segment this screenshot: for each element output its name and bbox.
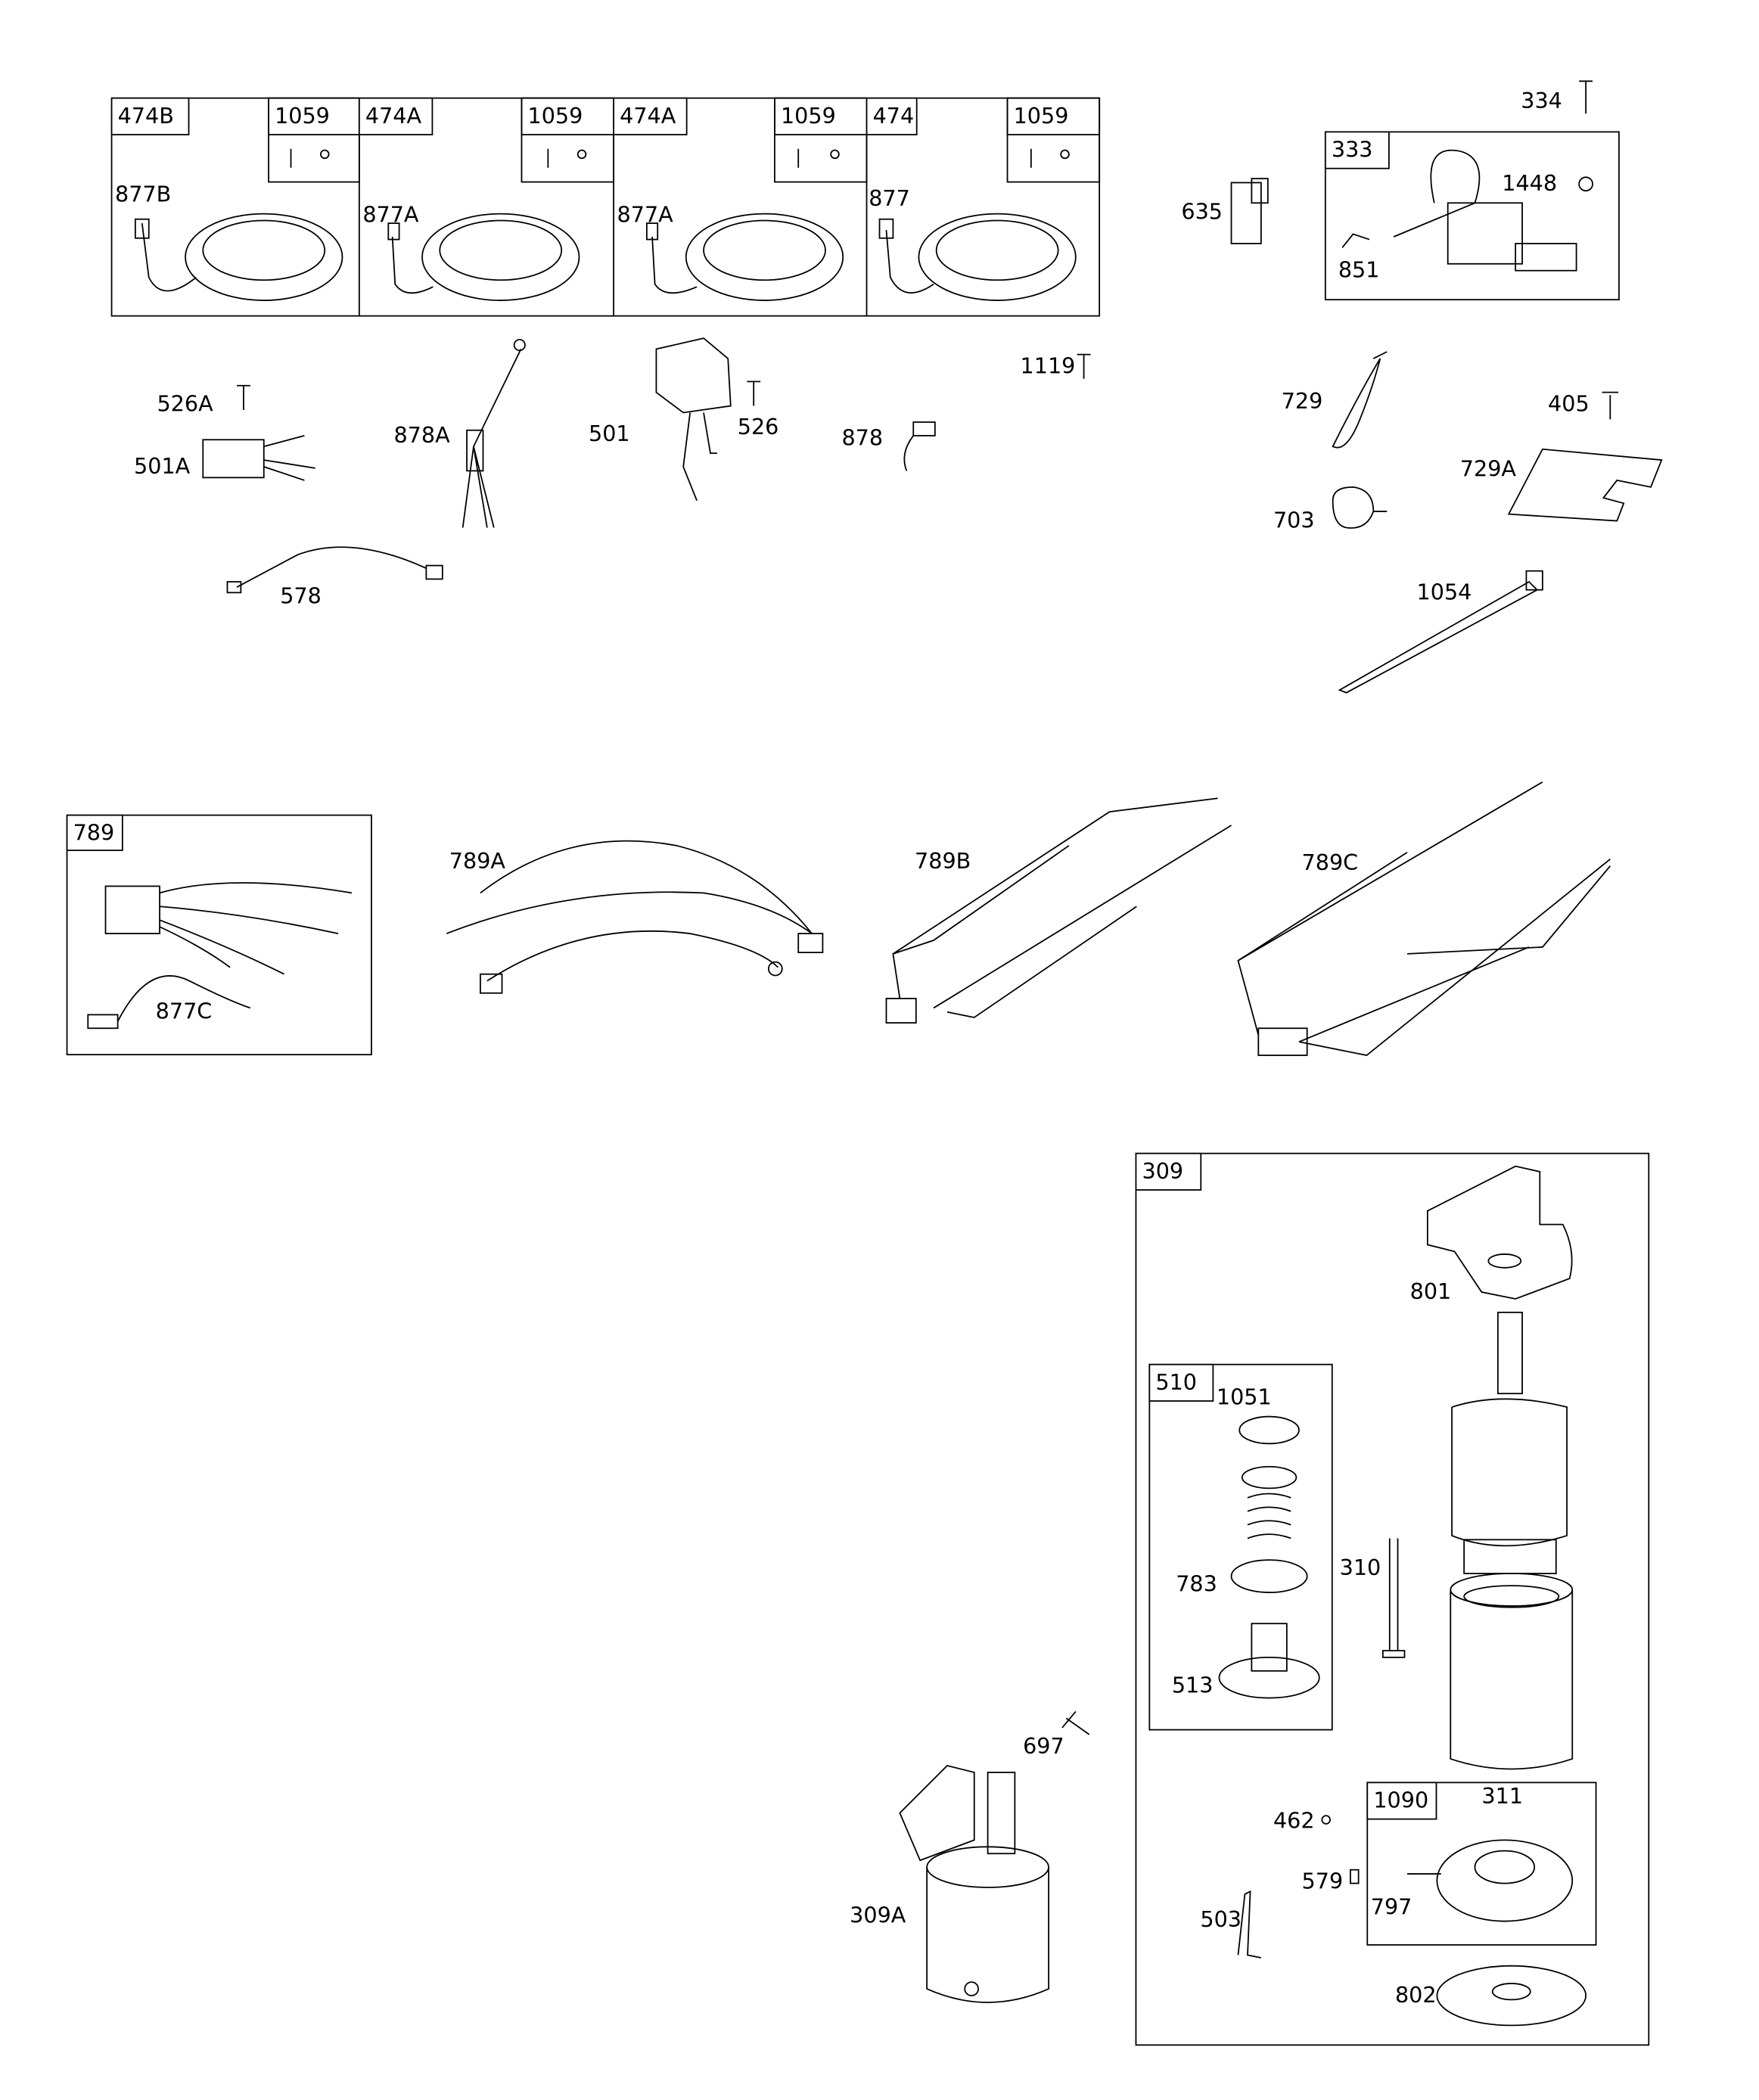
bolt-310: [1381, 1538, 1406, 1658]
callout-526A: 526A: [157, 390, 213, 417]
clip-503: [1237, 1890, 1262, 1959]
callout-334: 334: [1521, 88, 1562, 114]
screw-nut-icons: [290, 148, 1070, 168]
callout-578: 578: [280, 582, 322, 609]
header-309: 309: [1135, 1152, 1202, 1191]
callout-579: 579: [1301, 1868, 1344, 1894]
stator-877A-2: [646, 213, 844, 301]
rectifier-501A: [202, 435, 315, 481]
callout-797: 797: [1370, 1893, 1412, 1920]
screw-405: [1602, 391, 1619, 420]
drive-parts: [1218, 1415, 1320, 1699]
callout-1054: 1054: [1416, 579, 1472, 605]
ignition-box: [1324, 131, 1620, 301]
hardware-box: [521, 97, 614, 183]
harness-789A: [446, 840, 824, 994]
screw-697: [1061, 1710, 1090, 1735]
callout-405: 405: [1548, 390, 1590, 417]
screw-1119: [1077, 353, 1091, 379]
callout-311: 311: [1481, 1783, 1524, 1810]
screw-526: [747, 381, 761, 406]
callout-501A: 501A: [134, 453, 191, 480]
starter-309A: [899, 1765, 1049, 2003]
callout-801: 801: [1409, 1278, 1452, 1305]
stator-877: [878, 213, 1077, 301]
header-510: 510: [1148, 1363, 1214, 1402]
end-plate-802: [1436, 1965, 1587, 2027]
screw-526A: [236, 384, 250, 410]
callout-1051: 1051: [1216, 1384, 1272, 1410]
callout-703: 703: [1273, 507, 1315, 533]
wire-878A: [462, 339, 526, 528]
screw-334: [1579, 80, 1593, 114]
harness-box: [66, 814, 372, 1056]
callout-851: 851: [1338, 256, 1380, 283]
nut-579: [1350, 1869, 1360, 1884]
brush-holder: [1407, 1839, 1574, 1922]
header-474: 474: [866, 97, 918, 135]
hardware-box: [268, 97, 360, 183]
divider: [866, 97, 868, 317]
callout-789C: 789C: [1301, 850, 1359, 876]
callout-310: 310: [1339, 1554, 1381, 1580]
callout-878A: 878A: [393, 422, 450, 448]
stator-877B: [134, 213, 343, 301]
header-333: 333: [1324, 131, 1390, 169]
header-474A: 474A: [358, 97, 434, 135]
plate-729A: [1507, 448, 1663, 522]
callout-789A: 789A: [449, 848, 505, 874]
brush-box: [1366, 1782, 1597, 1946]
cable-tie-1054: [1338, 570, 1543, 694]
callout-802: 802: [1394, 1982, 1437, 2008]
callout-877C: 877C: [155, 998, 213, 1024]
wire-578: [226, 546, 443, 594]
clamp-703: [1332, 486, 1388, 529]
housing: [1450, 1573, 1574, 1770]
callout-513: 513: [1171, 1672, 1214, 1698]
header-1059: 1059: [268, 97, 360, 135]
callout-729A: 729A: [1459, 455, 1516, 482]
washer-1448: [1578, 176, 1593, 192]
module-501: [655, 337, 732, 502]
drive-box: [1148, 1363, 1333, 1731]
spark-plug-cap: [1230, 178, 1269, 244]
starter-box: [1135, 1152, 1650, 2046]
harness-789B: [885, 797, 1232, 1024]
callout-877: 877: [869, 185, 910, 212]
strap-729: [1332, 351, 1388, 449]
callout-309A: 309A: [850, 1902, 906, 1928]
harness-789C: [1237, 781, 1611, 1056]
header-474B: 474B: [110, 97, 190, 135]
callout-462: 462: [1273, 1807, 1315, 1834]
hardware-box: [774, 97, 868, 183]
callout-503: 503: [1200, 1906, 1242, 1932]
harness-789: [87, 882, 353, 1030]
divider: [358, 97, 360, 317]
stator-877A: [387, 213, 580, 301]
callout-877B: 877B: [115, 181, 172, 207]
nut-462: [1321, 1815, 1331, 1825]
bracket-801: [1426, 1165, 1573, 1300]
callout-789B: 789B: [915, 848, 971, 874]
callout-501: 501: [588, 421, 630, 447]
divider: [613, 97, 614, 317]
callout-878: 878: [841, 424, 884, 451]
callout-697: 697: [1023, 1733, 1064, 1760]
header-474A: 474A: [613, 97, 688, 135]
callout-1119: 1119: [1020, 353, 1076, 379]
header-1090: 1090: [1366, 1782, 1437, 1820]
callout-1448: 1448: [1502, 170, 1558, 197]
callout-635: 635: [1181, 198, 1223, 225]
ignition-coil: [1341, 149, 1577, 272]
header-789: 789: [66, 814, 123, 851]
hardware-box: [1006, 97, 1101, 183]
callout-729: 729: [1281, 388, 1323, 415]
callout-877A: 877A: [362, 201, 419, 228]
header-1059: 1059: [1006, 97, 1101, 135]
callout-877A: 877A: [617, 201, 673, 228]
connector-878: [903, 421, 936, 471]
callout-783: 783: [1176, 1570, 1217, 1597]
callout-526: 526: [737, 414, 779, 440]
